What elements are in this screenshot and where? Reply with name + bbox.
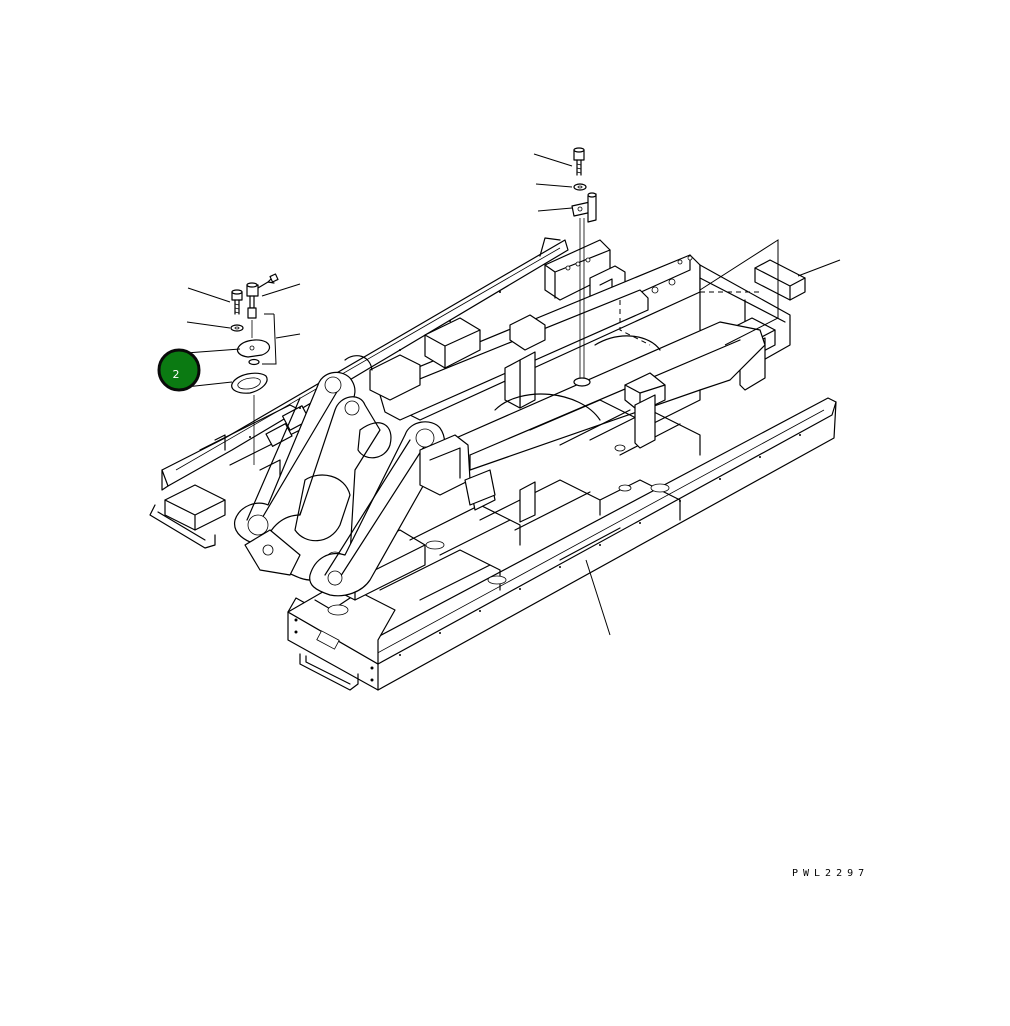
small-washer bbox=[248, 358, 260, 366]
rail-rivets bbox=[249, 291, 801, 682]
left-fastener-stack bbox=[230, 273, 279, 465]
spacer-block bbox=[699, 239, 806, 346]
right-fastener-stack bbox=[571, 147, 597, 387]
right-bolt bbox=[573, 147, 585, 176]
upper-diagonal-beam bbox=[379, 289, 649, 421]
leader-lines bbox=[185, 153, 841, 636]
pin-bracket bbox=[571, 192, 597, 223]
callout-circle bbox=[157, 348, 201, 392]
callout-label: 2 bbox=[173, 368, 180, 381]
sensor-connector bbox=[246, 273, 279, 319]
drawing-code: PWL2297 bbox=[792, 868, 869, 879]
rear-left-box bbox=[164, 484, 226, 531]
lift-arm-assembly bbox=[233, 355, 496, 597]
callout-bubble-2[interactable]: 2 bbox=[157, 348, 201, 392]
rear-tow-bar bbox=[149, 504, 216, 549]
left-bolt bbox=[231, 289, 243, 315]
gasket bbox=[231, 372, 268, 394]
main-frame bbox=[149, 237, 837, 691]
front-tow-bar bbox=[299, 653, 359, 691]
